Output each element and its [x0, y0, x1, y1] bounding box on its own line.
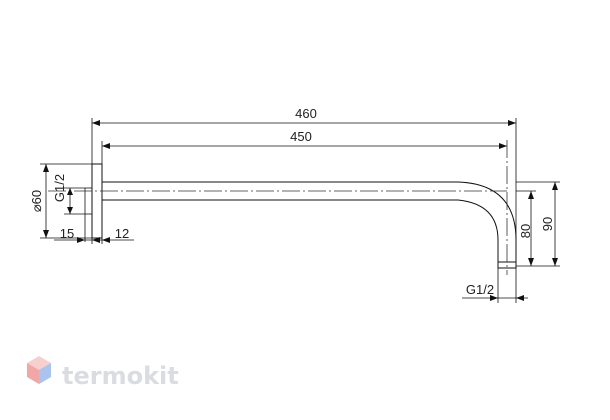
- dimension-450-label: 450: [290, 129, 312, 144]
- dimension-90-label: 90: [540, 217, 555, 231]
- dimension-outlet-thread: G1/2: [462, 268, 528, 303]
- dimension-g12-left-label: G1/2: [52, 174, 67, 202]
- watermark-logo: termokit: [27, 356, 179, 390]
- dimension-total-height: 90: [516, 181, 560, 266]
- center-lines: [48, 140, 508, 275]
- dimension-g12-bottom-label: G1/2: [466, 282, 494, 297]
- wall-flange: [84, 163, 103, 239]
- dimension-total-length: 460: [91, 106, 517, 240]
- dimension-flange-diameter: ⌀60: [29, 163, 92, 239]
- shower-arm: [102, 181, 517, 269]
- dimension-flange-thickness: 15 12: [54, 214, 134, 244]
- dimension-diameter-label: ⌀60: [29, 190, 44, 212]
- dimension-15-label: 15: [60, 226, 74, 241]
- dimension-80-label: 80: [518, 224, 533, 238]
- dimension-flange-thread: G1/2: [52, 174, 85, 215]
- watermark-brand: termokit: [62, 362, 179, 390]
- dimension-12-label: 12: [115, 226, 129, 241]
- dimension-drop-height: 80: [516, 190, 560, 267]
- dimension-arm-length: 450: [101, 129, 507, 182]
- dimension-460-label: 460: [295, 106, 317, 121]
